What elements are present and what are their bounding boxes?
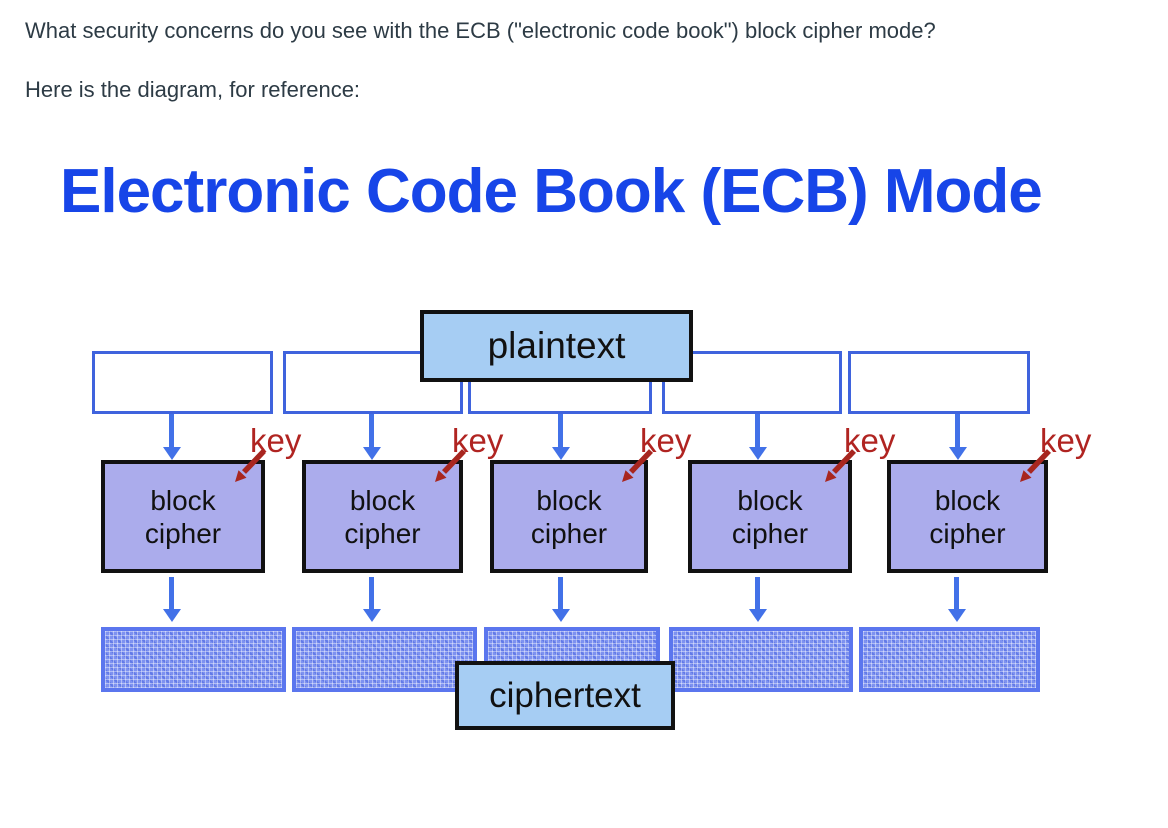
ciphertext-block-5 — [859, 627, 1040, 692]
encrypt-input-arrow-icon — [169, 414, 174, 447]
question-reference-text: Here is the diagram, for reference: — [25, 77, 361, 102]
block-cipher-box-3: block cipher — [490, 460, 648, 573]
question-text: What security concerns do you see with t… — [25, 18, 936, 43]
block-cipher-label-line2: cipher — [144, 517, 222, 549]
key-arrow-icon — [1020, 449, 1051, 482]
encrypt-input-arrow-icon — [955, 414, 960, 447]
cipher-output-arrow-icon — [169, 577, 174, 609]
ciphertext-block-2 — [292, 627, 477, 692]
block-cipher-label-line1: block — [737, 484, 803, 516]
block-cipher-label-line1: block — [349, 484, 416, 516]
cipher-output-arrow-icon — [558, 577, 563, 609]
key-arrow-icon — [235, 449, 266, 482]
ciphertext-block-1 — [101, 627, 286, 692]
diagram-title: Electronic Code Book (ECB) Mode — [60, 157, 1043, 226]
block-cipher-box-1: block cipher — [101, 460, 265, 573]
encrypt-input-arrow-icon — [755, 414, 760, 447]
cipher-output-arrow-icon — [755, 577, 760, 609]
plaintext-block-5 — [848, 351, 1030, 414]
key-arrow-icon — [435, 449, 466, 482]
encrypt-input-arrow-icon — [558, 414, 563, 447]
block-cipher-label-line2: cipher — [731, 517, 809, 549]
block-cipher-label-line2: cipher — [929, 517, 1006, 549]
block-cipher-box-4: block cipher — [688, 460, 852, 573]
key-arrow-icon — [622, 449, 653, 482]
encrypt-input-arrow-icon — [369, 414, 374, 447]
key-arrow-icon — [825, 449, 856, 482]
block-cipher-label-line1: block — [536, 484, 602, 516]
ciphertext-block-4 — [669, 627, 853, 692]
plaintext-label-box: plaintext — [420, 310, 693, 382]
block-cipher-label-line2: cipher — [344, 517, 421, 549]
plaintext-label: plaintext — [487, 325, 626, 366]
ciphertext-label-box: ciphertext — [455, 661, 675, 730]
cipher-output-arrow-icon — [954, 577, 959, 609]
cipher-output-arrow-icon — [369, 577, 374, 609]
ciphertext-label: ciphertext — [489, 675, 641, 715]
block-cipher-label-line1: block — [934, 484, 1001, 516]
block-cipher-label-line2: cipher — [530, 517, 608, 549]
block-cipher-label-line1: block — [150, 484, 216, 516]
plaintext-block-1 — [92, 351, 273, 414]
